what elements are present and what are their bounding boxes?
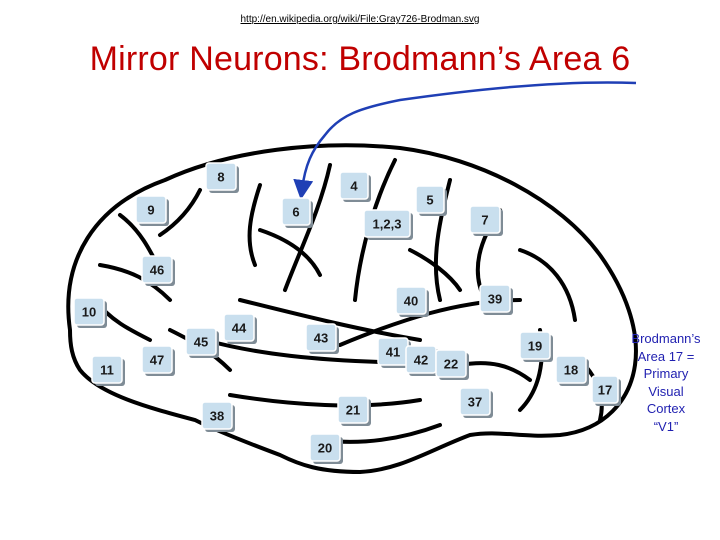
area-label: 10 [82,305,96,320]
area-box [141,255,173,284]
area-box [281,197,311,226]
area-label: 43 [314,331,328,346]
brodmann-area-43: 43 [305,323,339,354]
area-label: 20 [318,441,332,456]
pointer-arrow [293,81,637,200]
area-box [591,375,619,404]
brodmann-area-42: 42 [405,345,439,376]
note-line: Visual [648,383,684,399]
brodmann-area-47: 47 [141,345,175,376]
area-box [435,349,467,378]
brodmann-area-1-2-3: 1,2,3 [363,209,413,240]
page-title: Mirror Neurons: Brodmann’s Area 6 [89,40,631,78]
area-label: 38 [210,409,224,424]
area-label: 45 [194,335,208,350]
brodmann-area-11: 11 [91,355,125,386]
area-label: 7 [481,213,488,228]
brodmann-area-44: 44 [223,313,257,344]
brodmann-area-21: 21 [337,395,371,426]
area-label: 42 [414,353,428,368]
area-label: 11 [100,363,114,378]
brodmann-area-46: 46 [141,255,175,286]
brodmann-area-41: 41 [377,337,411,368]
brodmann-area-8: 8 [205,162,239,193]
area-box [201,401,233,430]
area-label: 17 [598,383,612,398]
area-box [305,323,337,352]
area-box [363,209,411,238]
area-label: 37 [468,395,482,410]
area-label-group: 8 4 9 6 5 1,2,3 7 46 40 39 10 44 45 43 47 41 42 22 19 11 18 1… [73,162,621,464]
area-label: 8 [217,170,224,185]
area-box [479,284,511,313]
area-label: 9 [147,203,154,218]
brodmann-area-17: 17 [591,375,621,406]
brodmann-area-20: 20 [309,433,343,464]
area-label: 39 [488,292,502,307]
area-label: 46 [150,263,164,278]
area-box [223,313,255,342]
area-label: 6 [292,205,299,220]
note-line: Primary [643,366,689,382]
area-box [141,345,173,374]
area-label: 5 [426,193,433,208]
area-box [555,355,587,384]
area-label: 44 [232,321,247,336]
area-box [395,286,427,315]
brodmann-area-22: 22 [435,349,469,380]
area-box [415,185,445,214]
area-box [519,331,551,360]
area-box [73,297,105,326]
area-label: 47 [150,353,164,368]
brodmann-area-40: 40 [395,286,429,317]
note-line: Brodmann’s [631,331,701,346]
area-box [339,171,369,200]
note-line: “V1” [653,418,679,434]
area-label: 40 [404,294,418,309]
area-label: 22 [444,357,458,372]
area-box [469,205,501,234]
area-label: 1,2,3 [373,217,402,232]
brodmann-area-38: 38 [201,401,235,432]
area-label: 18 [564,363,578,378]
source-link[interactable]: http://en.wikipedia.org/wiki/File:Gray72… [240,14,480,25]
brodmann-area-39: 39 [479,284,513,315]
area-box [205,162,237,191]
area-label: 4 [350,179,358,194]
brodmann-area-45: 45 [185,327,219,358]
area-box [185,327,217,356]
area-label: 19 [528,339,542,354]
area-label: 21 [346,403,360,418]
brain-sulci [93,158,604,444]
brodmann-area-6: 6 [281,197,313,228]
note-line: Area 17 = [637,348,695,364]
area-17-note: Brodmann’s Area 17 = Primary Visual Cort… [612,330,720,436]
area-box [309,433,341,462]
note-line: Cortex [646,401,686,417]
area-box [91,355,123,384]
brodmann-area-37: 37 [459,387,493,418]
brodmann-area-19: 19 [519,331,553,362]
brodmann-area-4: 4 [339,171,371,202]
area-label: 41 [386,345,400,360]
brodmann-area-5: 5 [415,185,447,216]
brodmann-area-10: 10 [73,297,107,328]
area-box [135,195,167,224]
brodmann-area-9: 9 [135,195,169,226]
area-box [459,387,491,416]
brodmann-area-18: 18 [555,355,589,386]
brodmann-area-7: 7 [469,205,503,236]
area-box [337,395,369,424]
